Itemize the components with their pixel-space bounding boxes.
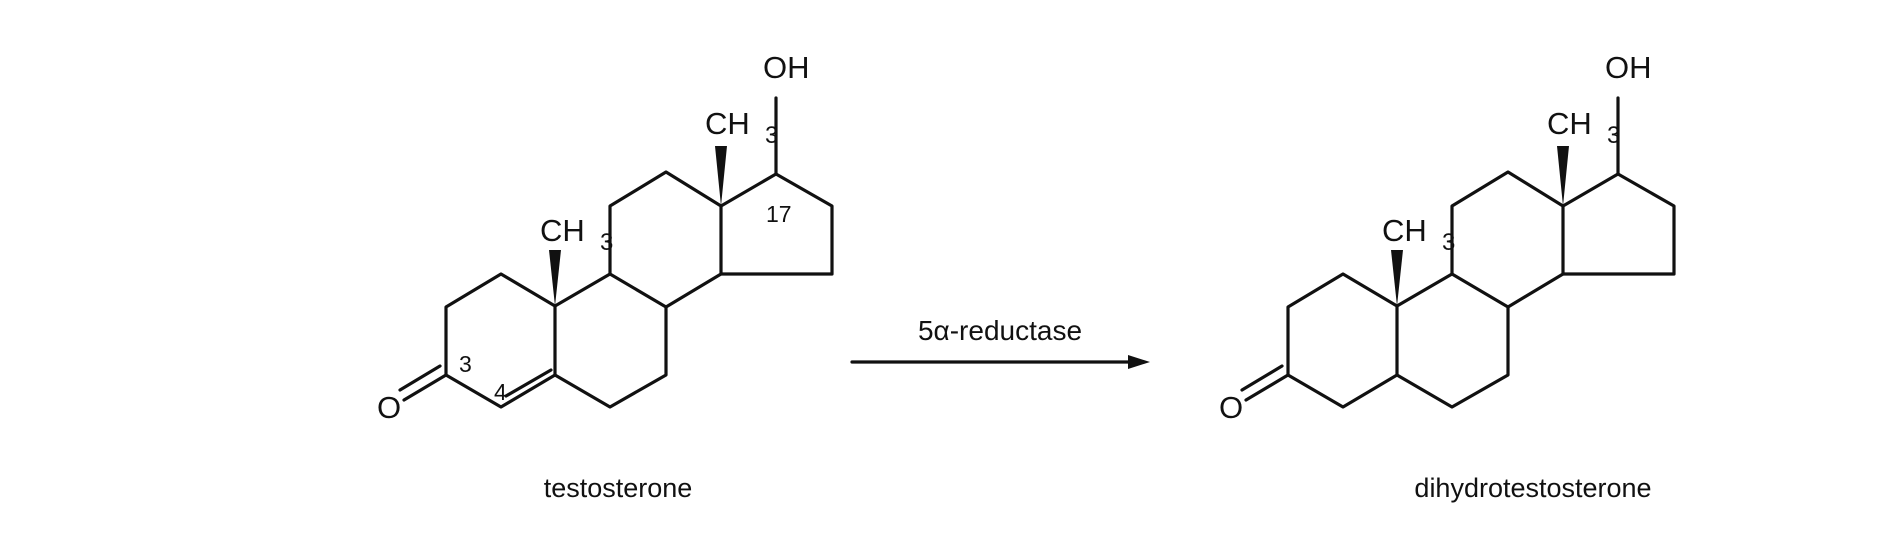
c13-methyl-wedge xyxy=(1557,146,1569,206)
ring-b-bonds xyxy=(1395,272,1510,409)
c10-methyl-label: CH xyxy=(540,213,585,248)
oxygen-label: O xyxy=(1219,390,1243,425)
position-17-label: 17 xyxy=(766,201,792,227)
oxygen-label: O xyxy=(377,390,401,425)
testosterone-structure: O OH CH 3 CH 3 3 4 17 xyxy=(377,50,834,425)
c13-methyl-label: CH xyxy=(1547,106,1592,141)
c13-methyl-label: CH xyxy=(705,106,750,141)
carbonyl-double-bond xyxy=(1240,364,1290,402)
ring-c-bonds xyxy=(608,170,723,309)
position-4-label: 4 xyxy=(494,379,507,405)
c10-methyl-subscript: 3 xyxy=(1442,229,1455,256)
c10-methyl-subscript: 3 xyxy=(600,229,613,256)
position-3-label: 3 xyxy=(459,351,472,377)
carbonyl-double-bond xyxy=(398,364,448,402)
c10-methyl-label: CH xyxy=(1382,213,1427,248)
ring-d-bonds xyxy=(1561,172,1676,276)
dihydrotestosterone-structure: O OH CH 3 CH 3 xyxy=(1219,50,1676,425)
c10-methyl-wedge xyxy=(549,250,561,306)
reactant-name: testosterone xyxy=(544,473,693,503)
ring-c-bonds xyxy=(1450,170,1565,309)
enzyme-label: 5α-reductase xyxy=(918,315,1082,346)
ring-a-bonds xyxy=(1286,272,1399,409)
hydroxyl-label: OH xyxy=(763,50,810,85)
c13-methyl-subscript: 3 xyxy=(1607,122,1620,149)
arrow-head-icon xyxy=(1128,355,1150,369)
product-name: dihydrotestosterone xyxy=(1414,473,1651,503)
c13-methyl-wedge xyxy=(715,146,727,206)
c13-methyl-subscript: 3 xyxy=(765,122,778,149)
c4-c5-double-bond xyxy=(504,368,553,398)
ring-d-bonds xyxy=(719,172,834,276)
hydroxyl-label: OH xyxy=(1605,50,1652,85)
ring-b-bonds xyxy=(553,272,668,409)
c10-methyl-wedge xyxy=(1391,250,1403,306)
reaction-arrow xyxy=(850,355,1150,369)
